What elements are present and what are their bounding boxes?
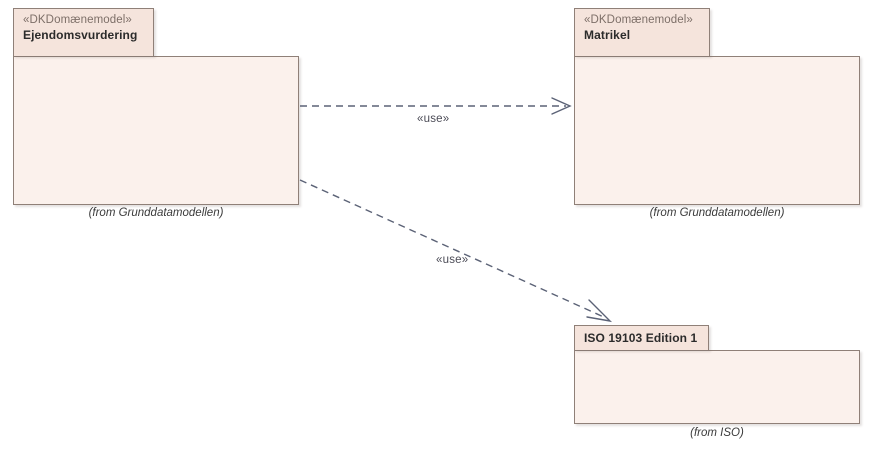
- package-caption-ejendomsvurdering: (from Grunddatamodellen): [88, 207, 224, 219]
- package-matrikel[interactable]: «DKDomænemodel» Matrikel: [574, 8, 860, 205]
- package-ejendomsvurdering[interactable]: «DKDomænemodel» Ejendomsvurdering: [13, 8, 299, 205]
- package-name: ISO 19103 Edition 1: [584, 331, 698, 345]
- dependency-ejendomsvurdering-to-matrikel[interactable]: [300, 97, 572, 115]
- package-caption-matrikel: (from Grunddatamodellen): [649, 207, 785, 219]
- package-stereotype: «DKDomænemodel»: [23, 14, 132, 26]
- package-stereotype: «DKDomænemodel»: [584, 14, 693, 26]
- package-body-matrikel[interactable]: [574, 56, 860, 205]
- package-iso-19103[interactable]: ISO 19103 Edition 1: [574, 325, 860, 424]
- dependency-label-use-matrikel: «use»: [417, 113, 450, 125]
- package-tab-iso-19103[interactable]: ISO 19103 Edition 1: [574, 325, 709, 350]
- package-name: Matrikel: [584, 28, 631, 42]
- dependency-label-use-iso: «use»: [436, 254, 469, 266]
- package-name: Ejendomsvurdering: [23, 28, 138, 42]
- dependency-ejendomsvurdering-to-iso[interactable]: [299, 179, 613, 323]
- dependency-arrowhead-open: [551, 97, 572, 115]
- package-caption-iso-19103: (from ISO): [690, 427, 744, 439]
- dependency-arrowhead-open: [586, 299, 613, 323]
- dependency-line: [299, 179, 607, 319]
- package-tab-ejendomsvurdering[interactable]: «DKDomænemodel» Ejendomsvurdering: [13, 8, 154, 56]
- package-body-ejendomsvurdering[interactable]: [13, 56, 299, 205]
- package-body-iso-19103[interactable]: [574, 350, 860, 424]
- package-tab-matrikel[interactable]: «DKDomænemodel» Matrikel: [574, 8, 710, 56]
